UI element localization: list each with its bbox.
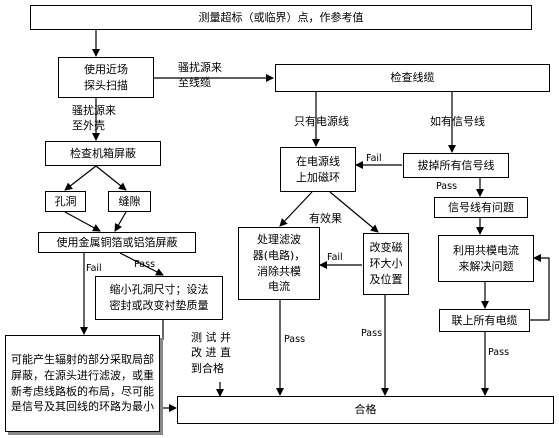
- label-fail-unplug: Fail: [366, 153, 382, 164]
- label-pass-unplug: Pass: [436, 181, 458, 192]
- arrow-chassis-to-gap: [95, 165, 127, 191]
- node-common-mode: 利用共模电流 来解决问题: [438, 235, 534, 282]
- label-pass-change-ring: Pass: [361, 328, 383, 339]
- label-pass-foil: Pass: [134, 259, 156, 270]
- node-metal-foil-shield: 使用金属铜箔或铝箔屏蔽: [38, 232, 196, 253]
- node-reduce-hole-size: 缩小孔洞尺寸；设法 密封或改变衬垫质量: [95, 276, 223, 320]
- node-check-cable: 检查线缆: [275, 64, 550, 92]
- label-interference-shell: 骚扰源来 至外壳: [72, 104, 116, 133]
- label-has-signal: 如有信号线: [430, 115, 485, 128]
- node-hole: 孔洞: [45, 191, 86, 212]
- arrow-hole-to-foil: [64, 211, 101, 232]
- arrow-foil-pass: [119, 252, 164, 276]
- node-measure-reference: 测量超标（或临界）点，作参考值: [30, 5, 532, 30]
- arrow-chassis-to-hole: [64, 165, 97, 191]
- label-interference-cable: 骚扰源来 至线缆: [178, 61, 222, 90]
- node-gap: 缝隙: [108, 191, 151, 212]
- node-unplug-signal: 拔掉所有信号线: [403, 153, 509, 178]
- node-signal-problem: 信号线有问题: [434, 197, 528, 218]
- arrow-gap-to-foil: [114, 211, 127, 232]
- arrow-connect-loop: [530, 254, 550, 321]
- label-fail-foil: Fail: [86, 263, 102, 274]
- arrow-ring-to-change: [329, 191, 379, 233]
- label-effective: 有效果: [309, 212, 342, 225]
- node-check-chassis: 检查机箱屏蔽: [45, 141, 161, 166]
- node-connect-all: 联上所有电缆: [439, 309, 530, 332]
- node-filter-circuit: 处理滤波 器(电路)， 消除共模 电流: [238, 227, 320, 300]
- node-near-field-scan: 使用近场 探头扫描: [58, 57, 154, 98]
- node-power-ring: 在电源线 上加磁环: [280, 147, 356, 192]
- node-radiation-source-fix: 可能产生辐射的部分采取局部屏蔽，在源头进行滤波，或重新考虑线路板的布局，尽可能是…: [5, 335, 160, 432]
- label-pass-connect: Pass: [488, 347, 510, 358]
- arrow-ring-to-filter: [279, 191, 313, 227]
- label-only-power: 只有电源线: [294, 115, 349, 128]
- label-fail-change-ring: Fail: [327, 252, 343, 263]
- label-pass-filter: Pass: [284, 334, 306, 345]
- node-test-until-pass: 测 试 并 改 进 直 到合格: [191, 331, 231, 375]
- node-change-ring: 改变磁 环大小 及位置: [363, 233, 409, 295]
- node-pass: 合格: [177, 396, 554, 424]
